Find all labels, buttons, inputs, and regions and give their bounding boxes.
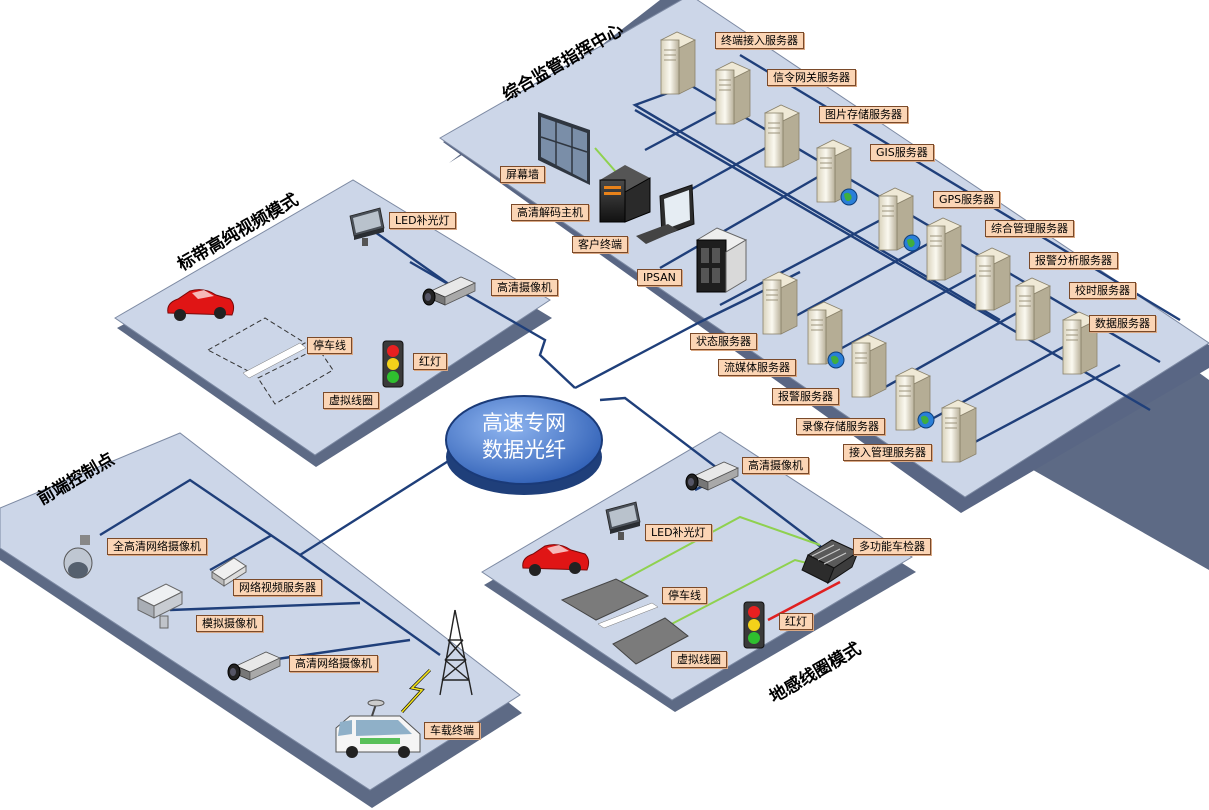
video-mode-devices <box>167 207 476 405</box>
label-server-4: GIS服务器 <box>870 144 934 161</box>
label-front-analog: 模拟摄像机 <box>196 615 263 632</box>
label-loop-vloop: 虚拟线圈 <box>671 651 727 668</box>
label-server-14: 接入管理服务器 <box>843 444 932 461</box>
label-server-1: 终端接入服务器 <box>715 32 804 49</box>
loop-mode-devices <box>522 461 860 665</box>
van-icon <box>335 699 421 758</box>
label-front-hdnet: 高清网络摄像机 <box>289 655 378 672</box>
label-video-wall: 屏幕墙 <box>500 166 545 183</box>
storage-icon <box>695 227 748 293</box>
network-video-server-icon <box>211 557 247 587</box>
label-video-loop: 虚拟线圈 <box>323 392 379 409</box>
label-server-10: 状态服务器 <box>690 333 757 350</box>
network-hub <box>445 395 603 495</box>
label-ipsan: IPSAN <box>637 269 682 286</box>
label-server-2: 信令网关服务器 <box>767 69 856 86</box>
front-devices <box>63 535 473 758</box>
label-loop-detector: 多功能车检器 <box>853 538 931 555</box>
label-loop-stopline: 停车线 <box>662 587 707 604</box>
label-video-redlight: 红灯 <box>413 353 447 370</box>
label-server-6: 综合管理服务器 <box>985 220 1074 237</box>
label-front-ptz: 全高清网络摄像机 <box>107 538 207 555</box>
video-wall-icon <box>538 112 590 185</box>
monitor-icon <box>636 184 695 244</box>
label-front-nvs: 网络视频服务器 <box>233 579 322 596</box>
analog-camera-icon <box>136 583 184 629</box>
label-server-12: 报警服务器 <box>772 388 839 405</box>
label-server-3: 图片存储服务器 <box>819 106 908 123</box>
ptz-camera-icon <box>63 535 93 579</box>
label-decoder: 高清解码主机 <box>511 204 589 221</box>
platform-video-mode <box>114 179 552 467</box>
platform-loop-mode <box>481 431 916 712</box>
data-link <box>594 147 617 173</box>
label-server-9: 数据服务器 <box>1089 315 1156 332</box>
decoder-icon <box>599 165 651 223</box>
label-server-13: 录像存储服务器 <box>796 418 885 435</box>
hub-label: 高速专网 数据光纤 <box>444 410 604 464</box>
label-client: 客户终端 <box>572 236 628 253</box>
hub-line-2: 数据光纤 <box>482 438 566 462</box>
label-loop-led: LED补光灯 <box>645 524 712 541</box>
tower-icon <box>439 609 473 696</box>
label-loop-redlight: 红灯 <box>779 613 813 630</box>
label-server-11: 流媒体服务器 <box>718 359 796 376</box>
label-server-7: 报警分析服务器 <box>1029 252 1118 269</box>
label-loop-camera: 高清摄像机 <box>742 457 809 474</box>
hub-line-1: 高速专网 <box>482 411 566 435</box>
label-front-vehicle: 车载终端 <box>424 722 480 739</box>
label-server-8: 校时服务器 <box>1069 282 1136 299</box>
label-video-led: LED补光灯 <box>389 212 456 229</box>
label-video-camera: 高清摄像机 <box>491 279 558 296</box>
label-video-stopline: 停车线 <box>307 337 352 354</box>
label-server-5: GPS服务器 <box>933 191 1001 208</box>
